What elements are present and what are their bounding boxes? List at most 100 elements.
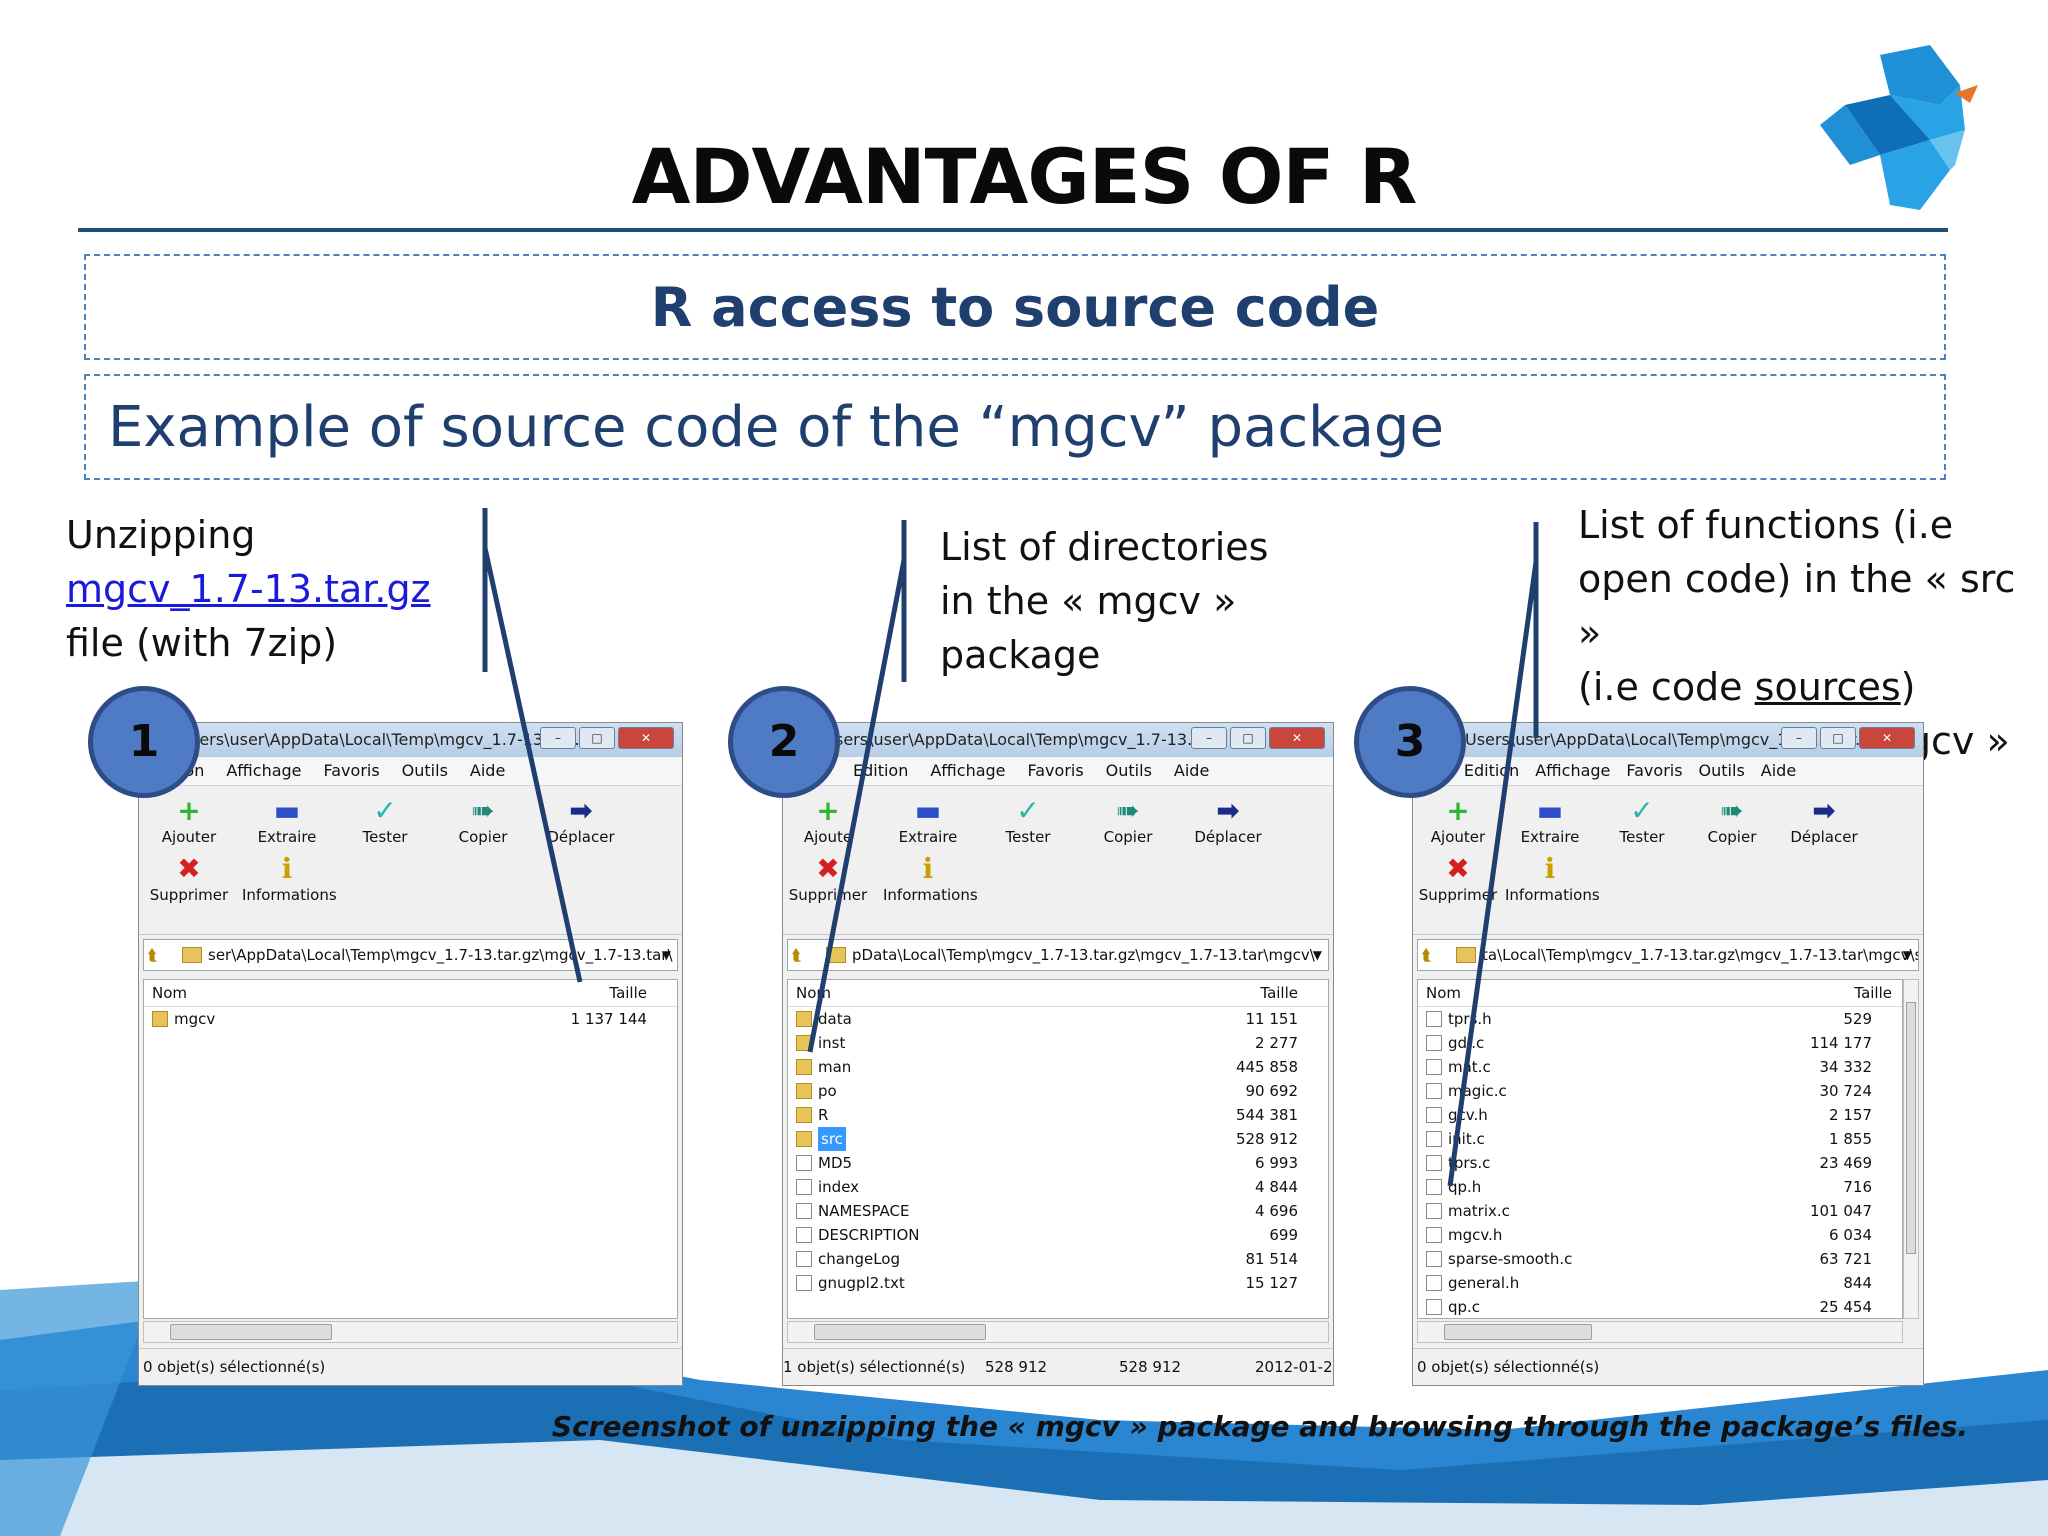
- menu-favoris[interactable]: Favoris: [1027, 761, 1084, 780]
- menu-outils[interactable]: Outils: [1698, 761, 1745, 780]
- folder-up-icon[interactable]: ⮬: [792, 946, 801, 964]
- window-titlebar[interactable]: sers\user\AppData\Local\Temp\mgcv_1.7-13…: [783, 723, 1333, 757]
- test-button[interactable]: ✓Tester: [983, 794, 1073, 846]
- column-size[interactable]: Taille: [1260, 984, 1298, 1002]
- minimize-button[interactable]: –: [1191, 727, 1227, 749]
- column-name[interactable]: Nom: [796, 984, 832, 1002]
- address-bar[interactable]: ⮬ ta\Local\Temp\mgcv_1.7-13.tar.gz\mgcv_…: [1417, 939, 1919, 971]
- chevron-down-icon[interactable]: ▼: [661, 948, 671, 962]
- minimize-button[interactable]: –: [1781, 727, 1817, 749]
- horizontal-scrollbar[interactable]: [143, 1321, 678, 1343]
- window-titlebar[interactable]: sers\user\AppData\Local\Temp\mgcv_1.7-13…: [139, 723, 682, 757]
- close-button[interactable]: ✕: [618, 727, 674, 749]
- menu-affichage[interactable]: Affichage: [1535, 761, 1611, 780]
- menu-outils[interactable]: Outils: [401, 761, 448, 780]
- move-button[interactable]: ➡Déplacer: [536, 794, 626, 846]
- vertical-scrollbar[interactable]: [1903, 979, 1919, 1319]
- copy-button[interactable]: ➠Copier: [1083, 794, 1173, 846]
- menu-aide[interactable]: Aide: [1173, 761, 1210, 780]
- add-button[interactable]: +Ajouter: [1413, 794, 1503, 846]
- column-name[interactable]: Nom: [1426, 984, 1462, 1002]
- minimize-button[interactable]: –: [540, 727, 576, 749]
- menu-aide[interactable]: Aide: [469, 761, 506, 780]
- menu-outils[interactable]: Outils: [1105, 761, 1152, 780]
- move-button[interactable]: ➡Déplacer: [1183, 794, 1273, 846]
- move-button[interactable]: ➡Déplacer: [1779, 794, 1869, 846]
- close-button[interactable]: ✕: [1269, 727, 1325, 749]
- column-size[interactable]: Taille: [1854, 984, 1892, 1002]
- delete-button[interactable]: ✖Supprimer: [144, 852, 234, 904]
- chevron-down-icon[interactable]: ▼: [1902, 948, 1912, 962]
- extract-button[interactable]: ▬Extraire: [1505, 794, 1595, 846]
- folder-icon: [796, 1011, 812, 1027]
- maximize-button[interactable]: □: [1820, 727, 1856, 749]
- menu-affichage[interactable]: Affichage: [930, 761, 1006, 780]
- horizontal-scrollbar[interactable]: [1417, 1321, 1903, 1343]
- column-size[interactable]: Taille: [609, 984, 647, 1002]
- add-button[interactable]: +Ajoute: [783, 794, 873, 846]
- delete-button[interactable]: ✖Supprimer: [1413, 852, 1503, 904]
- folder-up-icon[interactable]: ⮬: [1422, 946, 1431, 964]
- menu-favoris[interactable]: Favoris: [323, 761, 380, 780]
- window-titlebar[interactable]: Users\user\AppData\Local\Temp\mgcv_1.7-1…: [1413, 723, 1923, 757]
- menu-aide[interactable]: Aide: [1760, 761, 1797, 780]
- column-name[interactable]: Nom: [152, 984, 188, 1002]
- close-button[interactable]: ✕: [1859, 727, 1915, 749]
- window-title: Users\user\AppData\Local\Temp\mgcv_1.7-1…: [1465, 730, 1871, 749]
- maximize-button[interactable]: □: [579, 727, 615, 749]
- menu-edition[interactable]: Edition: [1463, 761, 1520, 780]
- test-button[interactable]: ✓Tester: [340, 794, 430, 846]
- maximize-button[interactable]: □: [1230, 727, 1266, 749]
- address-bar[interactable]: ⮬ ser\AppData\Local\Temp\mgcv_1.7-13.tar…: [143, 939, 678, 971]
- file-name: DESCRIPTION: [818, 1226, 920, 1244]
- menu-favoris[interactable]: Favoris: [1626, 761, 1683, 780]
- add-button[interactable]: +Ajouter: [144, 794, 234, 846]
- folder-up-icon[interactable]: ⮬: [148, 946, 157, 964]
- horizontal-scrollbar[interactable]: [787, 1321, 1329, 1343]
- chevron-down-icon[interactable]: ▼: [1312, 948, 1322, 962]
- copy-button[interactable]: ➠Copier: [1687, 794, 1777, 846]
- menu-edition[interactable]: Edition: [853, 761, 909, 780]
- test-button[interactable]: ✓Tester: [1597, 794, 1687, 846]
- archive-link[interactable]: mgcv_1.7-13.tar.gz: [66, 567, 431, 611]
- delete-button[interactable]: ✖Supprimer: [783, 852, 873, 904]
- menu-affichage[interactable]: Affichage: [226, 761, 302, 780]
- extract-button[interactable]: ▬Extraire: [242, 794, 332, 846]
- extract-button[interactable]: ▬Extraire: [883, 794, 973, 846]
- address-bar[interactable]: ⮬ pData\Local\Temp\mgcv_1.7-13.tar.gz\mg…: [787, 939, 1329, 971]
- copy-button[interactable]: ➠Copier: [438, 794, 528, 846]
- file-name: mgcv.h: [1448, 1226, 1503, 1244]
